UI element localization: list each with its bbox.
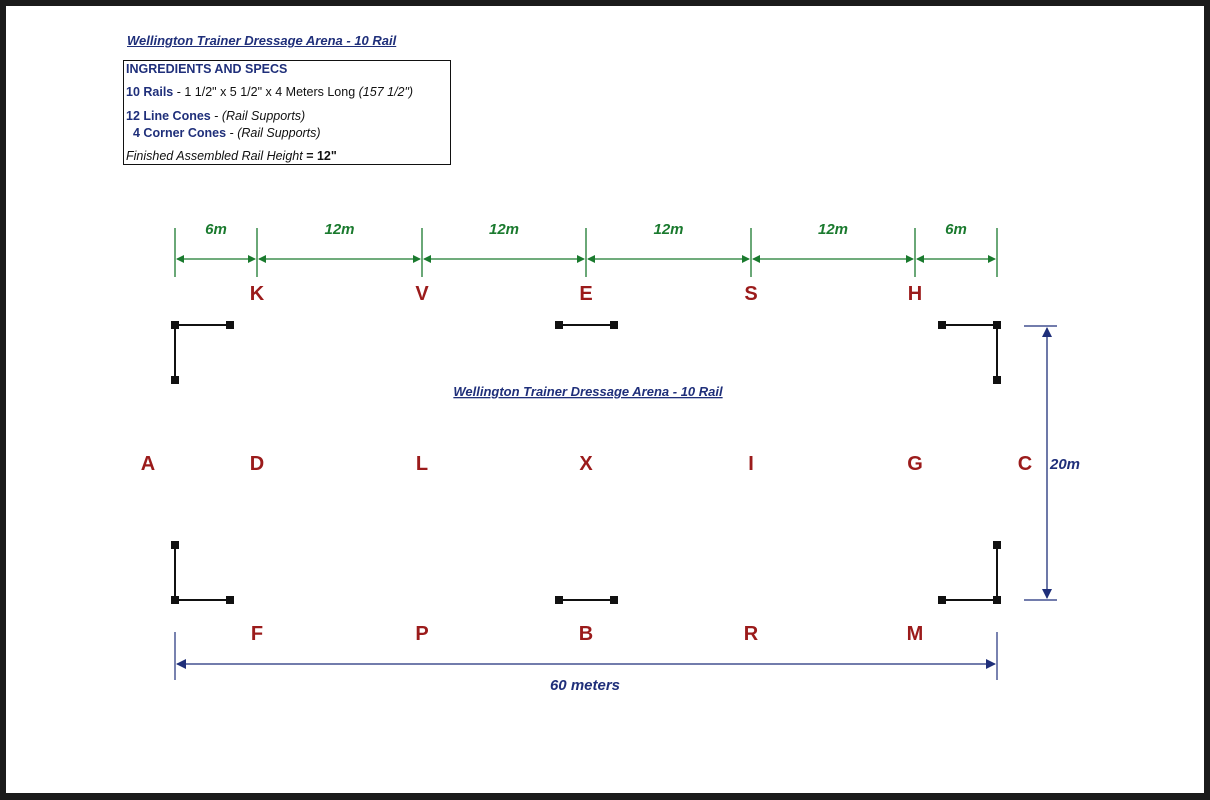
arena-letter-x: X [579,453,593,475]
arena-letter-v: V [415,283,429,305]
arena-letters: K V E S H A D L X I G C F P B R M [141,283,1032,645]
specs-rails-line: 10 Rails - 1 1/2" x 5 1/2" x 4 Meters Lo… [126,85,413,99]
arena-title[interactable]: Wellington Trainer Dressage Arena - 10 R… [453,384,723,399]
segment-dimension-label: 12m [324,221,354,238]
arena-letter-r: R [744,623,759,645]
specs-line-cones-dash: - [210,109,222,123]
specs-corner-cones-dash: - [226,126,238,140]
segment-dimension-label: 12m [653,221,683,238]
arena-letter-a: A [141,453,155,475]
specs-rails-label: 10 Rails [126,85,174,99]
arena-letter-k: K [250,283,265,305]
cone [610,321,618,329]
arena-letter-g: G [907,453,923,475]
cone [610,596,618,604]
specs-rails-note: (157 1/2") [358,85,414,99]
cone [938,321,946,329]
top-segment-dimensions: 6m 12m 12m 12m 12m 6m [174,221,998,277]
segment-dimension-label: 6m [945,221,967,238]
length-dimension: 60 meters [174,632,998,694]
arena-letter-s: S [744,283,757,305]
specs-heading: INGREDIENTS AND SPECS [126,62,288,76]
arena-letter-i: I [748,453,754,475]
arena-letter-p: P [415,623,428,645]
arena-letter-h: H [908,283,922,305]
specs-line-cones-note: (Rail Supports) [221,109,306,123]
specs-box: INGREDIENTS AND SPECS 10 Rails - 1 1/2" … [123,60,451,165]
segment-dimension-label: 12m [489,221,519,238]
page-title[interactable]: Wellington Trainer Dressage Arena - 10 R… [127,33,397,48]
cone [226,321,234,329]
segment-dimension-label: 12m [818,221,848,238]
cone [555,321,563,329]
specs-rails-text: - 1 1/2" x 5 1/2" x 4 Meters Long [173,85,359,99]
specs-corner-cones-line: 4 Corner Cones - (Rail Supports) [133,126,321,140]
cone [226,596,234,604]
arena-rails [171,321,1001,604]
cone [993,376,1001,384]
specs-line-cones-line: 12 Line Cones - (Rail Supports) [126,109,305,123]
length-label: 60 meters [550,677,620,694]
width-dimension: 20m [1024,325,1080,601]
specs-height-value: = 12" [306,149,337,163]
cone [171,596,179,604]
arena-letter-c: C [1018,453,1032,475]
specs-height-line: Finished Assembled Rail Height = 12" [126,149,337,163]
cone [555,596,563,604]
arena-letter-l: L [416,453,428,475]
cone [993,541,1001,549]
specs-corner-cones-label: 4 Corner Cones [133,126,227,140]
specs-line-cones-label: 12 Line Cones [126,109,211,123]
cone [171,321,179,329]
segment-dimension-label: 6m [205,221,227,238]
cone [993,596,1001,604]
cone [171,376,179,384]
cone [171,541,179,549]
specs-corner-cones-note: (Rail Supports) [237,126,321,140]
cone [993,321,1001,329]
specs-height-text: Finished Assembled Rail Height [126,149,303,163]
arena-letter-f: F [251,623,263,645]
arena-letter-e: E [579,283,592,305]
width-label: 20m [1049,456,1080,473]
arena-letter-b: B [579,623,593,645]
cone [938,596,946,604]
arena-letter-m: M [907,623,924,645]
arena-letter-d: D [250,453,264,475]
